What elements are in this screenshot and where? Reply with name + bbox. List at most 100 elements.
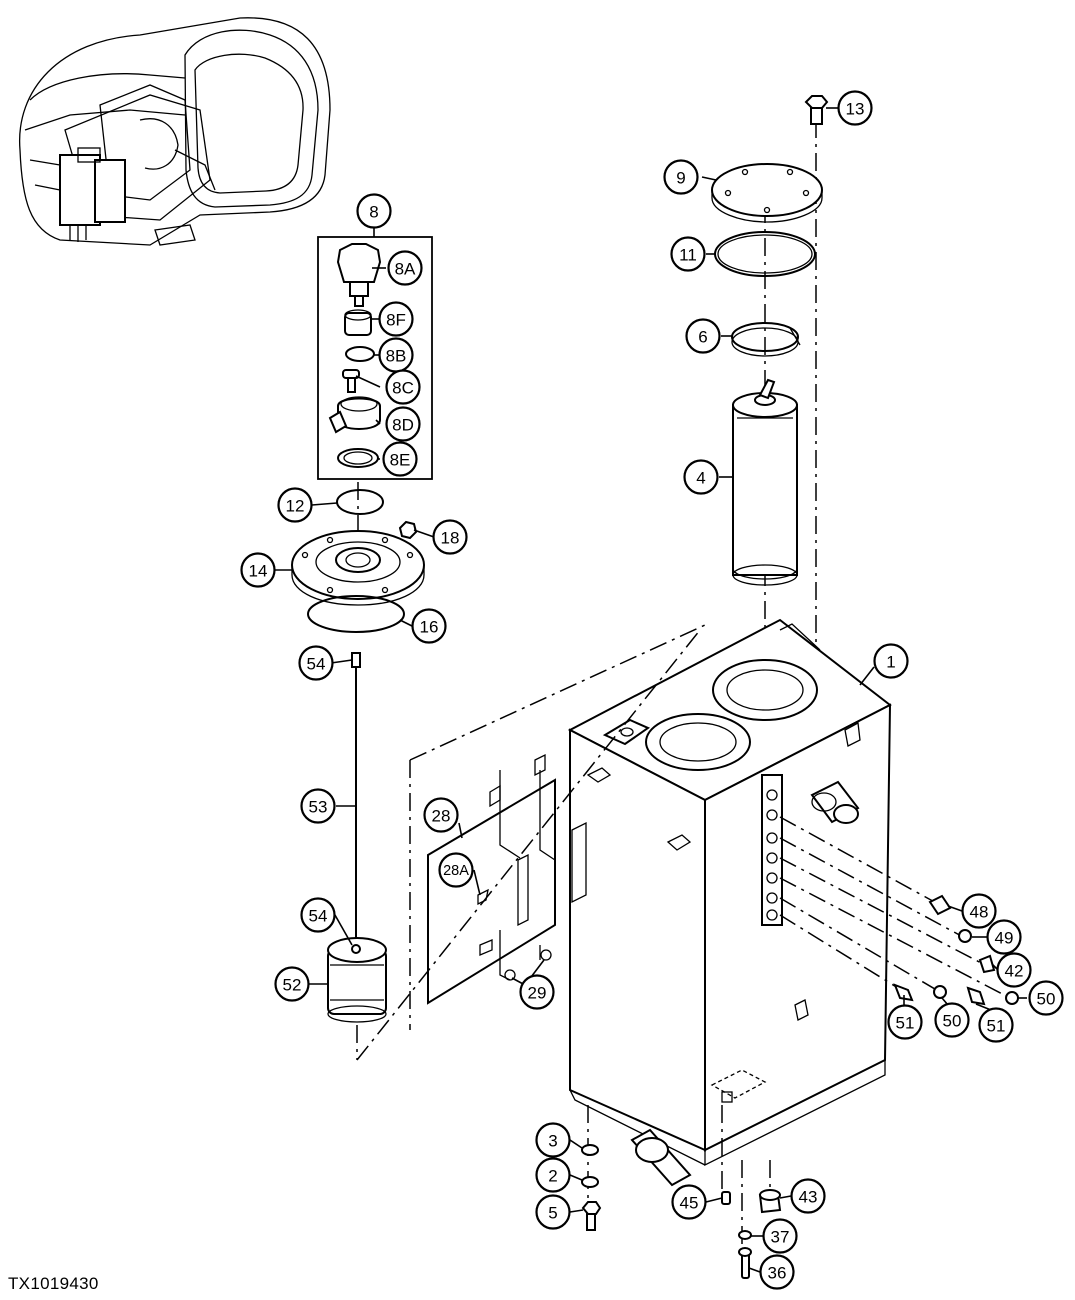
screw-18 (398, 520, 418, 540)
callout-circle (274, 966, 310, 1002)
callout-circle (432, 519, 468, 555)
callout-circle (356, 193, 392, 229)
callout-label: 54 (309, 907, 328, 926)
callout-label: 5 (548, 1204, 557, 1223)
callout-circle (382, 441, 418, 477)
callout-label: 51 (896, 1014, 915, 1033)
callout-label: 1 (886, 653, 895, 672)
callout-label: 43 (799, 1188, 818, 1207)
callout-label: 8B (386, 347, 407, 366)
callout-circle (387, 250, 423, 286)
mount-hardware (581, 1144, 782, 1279)
callout-42: 42 (996, 952, 1032, 988)
callout-28: 28 (423, 797, 459, 833)
callout-circle (873, 643, 909, 679)
callout-45: 45 (671, 1184, 707, 1220)
callout-51: 51 (887, 1004, 923, 1040)
callout-label: 52 (283, 976, 302, 995)
callout-2: 2 (535, 1157, 571, 1193)
callout-8C: 8C (385, 369, 421, 405)
callout-circle (759, 1254, 795, 1290)
callout-4: 4 (683, 459, 719, 495)
callout-label: 36 (768, 1264, 787, 1283)
callout-label: 13 (846, 100, 865, 119)
figure-reference-code: TX1019430 (8, 1274, 99, 1293)
callout-label: 42 (1005, 962, 1024, 981)
callout-label: 54 (307, 655, 326, 674)
callout-circle (986, 919, 1022, 955)
callout-circle (411, 608, 447, 644)
callout-circle (535, 1122, 571, 1158)
ring-6 (731, 322, 801, 357)
callout-balloons: 1391164188A8F8B8C8D8E1218141654535452282… (240, 90, 1064, 1290)
callout-circle (438, 852, 474, 888)
callout-8B: 8B (378, 337, 414, 373)
filter-cover-9 (711, 163, 823, 223)
callout-54: 54 (298, 645, 334, 681)
callout-label: 14 (249, 562, 268, 581)
callout-label: 18 (441, 529, 460, 548)
callout-circle (277, 487, 313, 523)
callout-circle (837, 90, 873, 126)
callout-circle (423, 797, 459, 833)
callout-label: 8A (395, 260, 416, 279)
callout-label: 6 (698, 328, 707, 347)
callout-circle (300, 788, 336, 824)
callout-53: 53 (300, 788, 336, 824)
callout-48: 48 (961, 893, 997, 929)
callout-36: 36 (759, 1254, 795, 1290)
callout-circle (978, 1007, 1014, 1043)
callout-label: 8E (390, 451, 411, 470)
callout-12: 12 (277, 487, 313, 523)
callout-circle (240, 552, 276, 588)
filter-stack (711, 95, 829, 700)
callout-label: 37 (771, 1228, 790, 1247)
callout-label: 49 (995, 929, 1014, 948)
callout-circle (996, 952, 1032, 988)
callout-label: 8F (386, 311, 406, 330)
callout-label: 28 (432, 807, 451, 826)
callout-label: 12 (286, 497, 305, 516)
callout-circle (683, 459, 719, 495)
callout-circle (385, 369, 421, 405)
hydraulic-tank-1 (567, 618, 1011, 1270)
callout-9: 9 (663, 159, 699, 195)
callout-circle (762, 1218, 798, 1254)
level-sensor (327, 652, 387, 1060)
callout-circle (298, 645, 334, 681)
cover-plate-28 (427, 753, 587, 1005)
callout-50: 50 (1028, 980, 1064, 1016)
callout-circle (961, 893, 997, 929)
callout-label: 48 (970, 903, 989, 922)
callout-3: 3 (535, 1122, 571, 1158)
callout-37: 37 (762, 1218, 798, 1254)
filter-element-4 (732, 378, 798, 586)
callout-label: 9 (676, 169, 685, 188)
callout-8A: 8A (387, 250, 423, 286)
callout-8D: 8D (385, 406, 421, 442)
callout-circle (300, 897, 336, 933)
callout-label: 8C (392, 379, 414, 398)
callout-28A: 28A (438, 852, 474, 888)
callout-11: 11 (670, 236, 706, 272)
callout-1: 1 (873, 643, 909, 679)
callout-43: 43 (790, 1178, 826, 1214)
callout-8: 8 (356, 193, 392, 229)
callout-circle (385, 406, 421, 442)
callout-circle (378, 301, 414, 337)
breather-assembly-8 (317, 224, 433, 560)
fittings (893, 894, 1019, 1006)
callout-circle (671, 1184, 707, 1220)
callout-label: 29 (528, 984, 547, 1003)
callout-51: 51 (978, 1007, 1014, 1043)
callout-label: 4 (696, 469, 705, 488)
callout-circle (663, 159, 699, 195)
callout-52: 52 (274, 966, 310, 1002)
bolt-13 (804, 95, 829, 125)
callout-6: 6 (685, 318, 721, 354)
callout-label: 11 (679, 246, 697, 265)
flange-14 (291, 530, 425, 606)
callout-50: 50 (934, 1002, 970, 1038)
callout-18: 18 (432, 519, 468, 555)
callout-49: 49 (986, 919, 1022, 955)
